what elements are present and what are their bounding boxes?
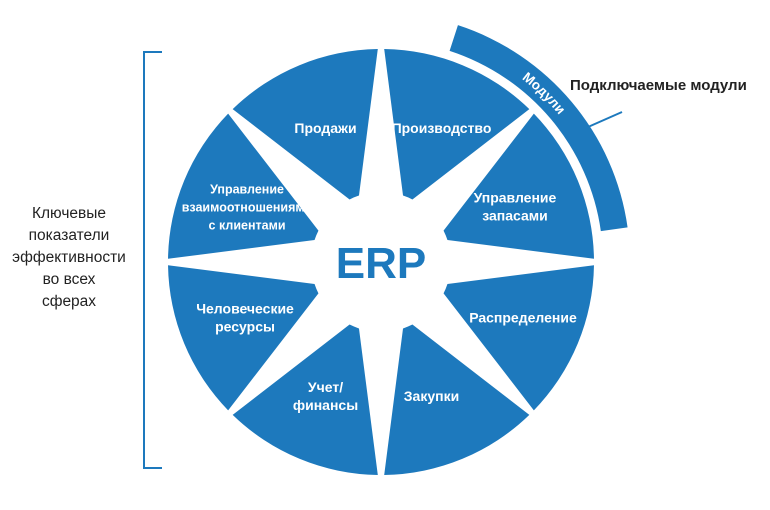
- segment-label-line: Учет/: [308, 379, 343, 395]
- segment-inventory: [443, 113, 594, 259]
- segment-accounting: [232, 324, 378, 475]
- plug-in-pointer-line: [587, 111, 623, 128]
- segment-label-line: Управление: [474, 190, 557, 206]
- kpi-label: Ключевые показатели эффективности во все…: [2, 203, 136, 313]
- segment-label-line: с клиентами: [209, 219, 286, 233]
- segment-label-line: Управление: [210, 183, 284, 197]
- segment-label-crm: Управление взаимоотношениями с клиентами: [182, 183, 313, 233]
- kpi-label-line: сферах: [41, 293, 97, 310]
- kpi-bracket: [143, 51, 162, 469]
- segment-label-sales: Продажи: [294, 120, 356, 136]
- center-hub: [314, 195, 448, 329]
- segment-purchasing: [384, 324, 530, 475]
- kpi-label-line: эффективности: [12, 249, 126, 266]
- segment-label-line: Закупки: [404, 388, 459, 404]
- center-erp-label: ERP: [336, 239, 426, 288]
- segment-distribution: [443, 265, 594, 411]
- segment-sales: [232, 49, 378, 200]
- plug-in-modules-label: Подключаемые модули: [570, 77, 747, 94]
- kpi-label-line: во всех: [42, 271, 96, 288]
- segment-label-inventory: Управление запасами: [474, 190, 557, 224]
- segment-label-line: ресурсы: [215, 318, 275, 334]
- segment-production: [384, 49, 530, 200]
- segment-label-line: Продажи: [294, 120, 356, 136]
- segment-hr: [168, 265, 319, 411]
- segment-label-line: финансы: [293, 397, 358, 413]
- segment-label-hr: Человеческие ресурсы: [196, 300, 294, 334]
- bracket-layer: [143, 51, 623, 469]
- segment-label-line: Распределение: [469, 309, 577, 325]
- kpi-label-line: показатели: [28, 227, 110, 244]
- segment-label-accounting: Учет/финансы: [293, 379, 358, 413]
- center-layer: ERP: [314, 195, 448, 329]
- modules-arc: [449, 25, 628, 232]
- segment-label-purchasing: Закупки: [404, 388, 459, 404]
- segment-crm: [168, 113, 319, 259]
- segment-label-line: запасами: [482, 208, 548, 224]
- kpi-label-line: Ключевые: [31, 205, 107, 222]
- segment-label-production: Производство: [392, 120, 492, 136]
- segment-label-line: Человеческие: [196, 300, 294, 316]
- segment-label-distribution: Распределение: [469, 309, 577, 325]
- segment-label-line: взаимоотношениями: [182, 201, 313, 215]
- segment-label-line: Производство: [392, 120, 492, 136]
